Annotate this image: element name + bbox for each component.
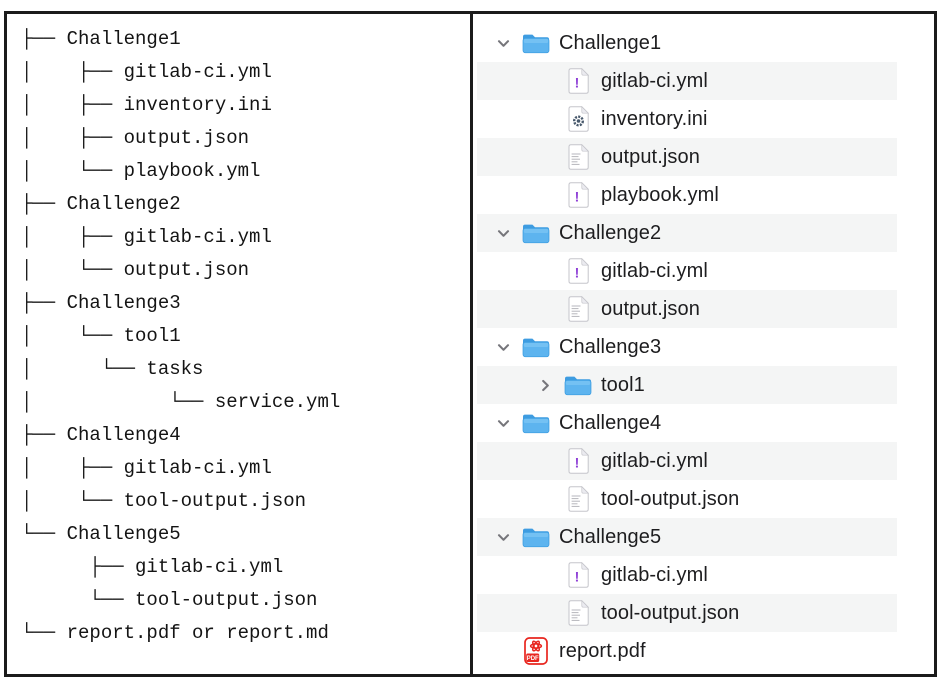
folder-icon: [521, 218, 551, 248]
chevron-slot: [537, 301, 553, 317]
folder-icon: [563, 370, 593, 400]
file-row[interactable]: ! gitlab-ci.yml: [477, 442, 897, 480]
chevron-slot: [537, 73, 553, 89]
exclamation-mark: !: [574, 265, 579, 281]
exclamation-mark: !: [574, 75, 579, 91]
json-file-icon: [563, 598, 593, 628]
file-row[interactable]: ! gitlab-ci.yml: [477, 556, 897, 594]
chevron-down-icon[interactable]: [495, 415, 511, 431]
ascii-tree-panel: ├── Challenge1 │ ├── gitlab-ci.yml │ ├──…: [7, 14, 473, 674]
chevron-right-icon[interactable]: [537, 377, 553, 393]
folder-row[interactable]: Challenge3: [477, 328, 897, 366]
chevron-slot: [537, 187, 553, 203]
file-row[interactable]: output.json: [477, 138, 897, 176]
chevron-slot: [537, 263, 553, 279]
chevron-slot: [537, 491, 553, 507]
finder-list-panel: Challenge1 ! gitlab-ci.yml inventory.ini…: [473, 14, 934, 674]
item-label: output.json: [601, 145, 700, 168]
file-row[interactable]: ! playbook.yml: [477, 176, 897, 214]
item-label: Challenge5: [559, 525, 662, 548]
chevron-slot: [537, 149, 553, 165]
item-label: tool-output.json: [601, 601, 740, 624]
item-label: gitlab-ci.yml: [601, 69, 708, 92]
chevron-down-icon[interactable]: [495, 339, 511, 355]
chevron-down-icon[interactable]: [495, 529, 511, 545]
acrobat-swirl-icon: [529, 640, 543, 652]
chevron-down-icon[interactable]: [495, 225, 511, 241]
chevron-slot: [495, 643, 511, 659]
json-file-icon: [563, 294, 593, 324]
yml-file-icon: !: [563, 66, 593, 96]
folder-icon: [521, 408, 551, 438]
folder-icon: [521, 28, 551, 58]
item-label: Challenge1: [559, 31, 662, 54]
item-label: Challenge4: [559, 411, 662, 434]
file-row[interactable]: inventory.ini: [477, 100, 897, 138]
item-label: tool1: [601, 373, 645, 396]
item-label: playbook.yml: [601, 183, 719, 206]
folder-row[interactable]: Challenge2: [477, 214, 897, 252]
folder-icon: [521, 522, 551, 552]
two-panel-figure: ├── Challenge1 │ ├── gitlab-ci.yml │ ├──…: [4, 11, 937, 677]
folder-row[interactable]: Challenge4: [477, 404, 897, 442]
yml-file-icon: !: [563, 256, 593, 286]
pdf-file-icon: PDF: [521, 636, 551, 666]
item-label: tool-output.json: [601, 487, 740, 510]
item-label: gitlab-ci.yml: [601, 449, 708, 472]
item-label: gitlab-ci.yml: [601, 563, 708, 586]
chevron-slot: [537, 605, 553, 621]
file-row[interactable]: tool-output.json: [477, 594, 897, 632]
item-label: report.pdf: [559, 639, 646, 662]
ascii-directory-tree: ├── Challenge1 │ ├── gitlab-ci.yml │ ├──…: [21, 28, 341, 644]
file-row[interactable]: tool-output.json: [477, 480, 897, 518]
item-label: Challenge2: [559, 221, 662, 244]
chevron-slot: [537, 567, 553, 583]
exclamation-mark: !: [574, 455, 579, 471]
ini-file-icon: [563, 104, 593, 134]
yml-file-icon: !: [563, 560, 593, 590]
file-row[interactable]: PDF report.pdf: [477, 632, 897, 670]
chevron-down-icon[interactable]: [495, 35, 511, 51]
item-label: gitlab-ci.yml: [601, 259, 708, 282]
chevron-slot: [537, 111, 553, 127]
json-file-icon: [563, 142, 593, 172]
pdf-badge-label: PDF: [527, 656, 539, 662]
exclamation-mark: !: [574, 189, 579, 205]
item-label: inventory.ini: [601, 107, 708, 130]
folder-row[interactable]: Challenge1: [477, 24, 897, 62]
folder-row[interactable]: Challenge5: [477, 518, 897, 556]
file-row[interactable]: ! gitlab-ci.yml: [477, 62, 897, 100]
folder-row[interactable]: tool1: [477, 366, 897, 404]
json-file-icon: [563, 484, 593, 514]
file-row[interactable]: ! gitlab-ci.yml: [477, 252, 897, 290]
folder-icon: [521, 332, 551, 362]
item-label: output.json: [601, 297, 700, 320]
yml-file-icon: !: [563, 446, 593, 476]
chevron-slot: [537, 453, 553, 469]
file-row[interactable]: output.json: [477, 290, 897, 328]
yml-file-icon: !: [563, 180, 593, 210]
exclamation-mark: !: [574, 569, 579, 585]
finder-list: Challenge1 ! gitlab-ci.yml inventory.ini…: [477, 24, 897, 670]
item-label: Challenge3: [559, 335, 662, 358]
